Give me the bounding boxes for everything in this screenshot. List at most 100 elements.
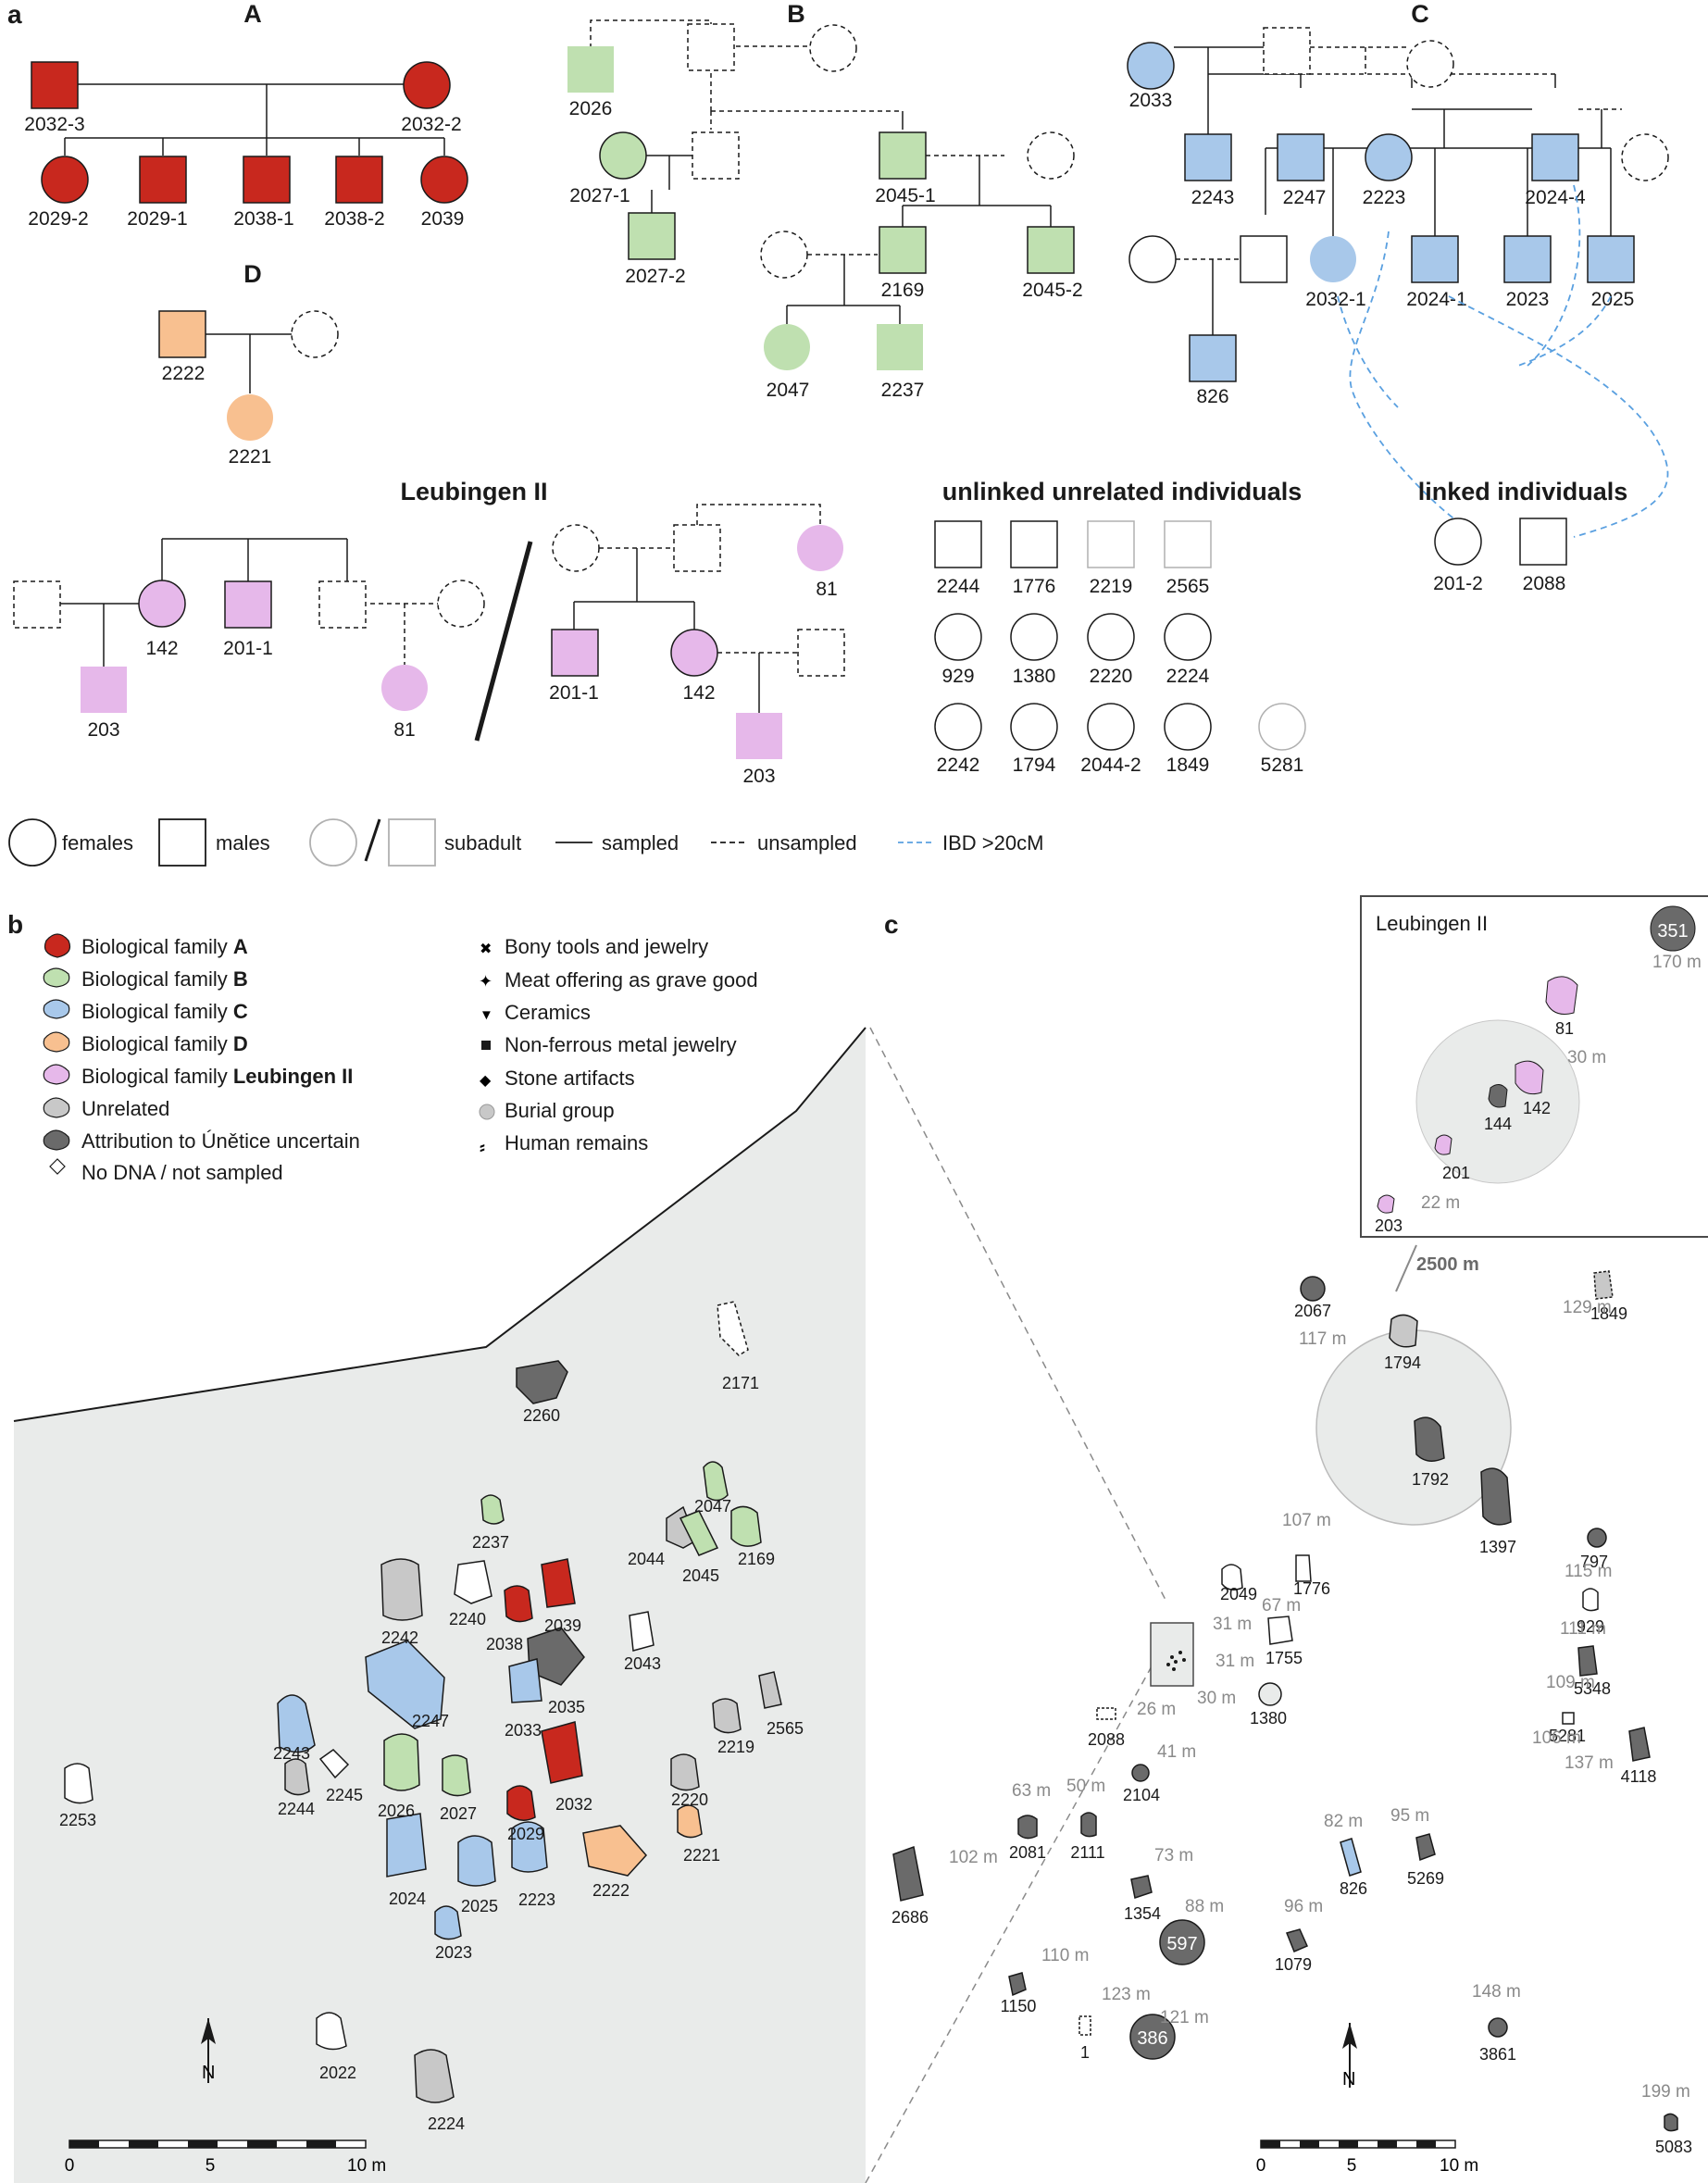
grave-label: 2245 [326, 1786, 363, 1804]
grave-label: 597 [1166, 1934, 1197, 1954]
grave-label: 2038 [486, 1635, 523, 1653]
key-slash [364, 818, 381, 862]
legend-fam-b: Biological family B [81, 967, 248, 991]
id-label: 81 [816, 579, 837, 600]
grave-797 [1587, 1528, 1607, 1548]
leubingen-title: Leubingen II [401, 478, 548, 505]
legend-fam-leub: Biological family Leubingen II [81, 1065, 353, 1088]
key-sampled: sampled [602, 831, 679, 854]
grave-label: 2240 [449, 1610, 486, 1628]
grave-label: 2221 [683, 1846, 720, 1865]
north-label: N [202, 2063, 215, 2083]
key-unsampled: unsampled [757, 831, 857, 854]
grave-3861 [1488, 2017, 1508, 2038]
grave-2260 [516, 1360, 568, 1404]
id-label: 826 [1196, 386, 1228, 407]
burial-group-icon [479, 1104, 495, 1120]
distance-label: 117 m [1299, 1329, 1346, 1349]
subadult-female-symbol [797, 525, 843, 571]
legend-fam-c: Biological family C [81, 1000, 248, 1023]
distance-label: 82 m [1324, 1812, 1363, 1831]
female-symbol [1087, 613, 1135, 661]
grave-label: 2219 [717, 1738, 754, 1756]
plus-star-icon: ✦ [479, 972, 492, 991]
divider-slash [474, 541, 533, 742]
grave-2029 [506, 1785, 536, 1821]
subadult-female-symbol [309, 818, 357, 867]
distance-label: 115 m [1565, 1562, 1612, 1581]
diamond-icon: ◆ [480, 1073, 492, 1089]
id-label: 201-1 [549, 682, 599, 704]
legend-swatch [43, 1097, 70, 1118]
id-label: 5281 [1261, 755, 1304, 776]
grave-81 [1545, 976, 1578, 1015]
grave-1 [1078, 2015, 1091, 2036]
male-symbol [551, 629, 599, 677]
distance-label: 30 m [1567, 1048, 1606, 1067]
scale-tick: 0 [1256, 2156, 1266, 2176]
grave-label: 203 [1375, 1216, 1403, 1235]
grave-label: 929 [1577, 1617, 1604, 1636]
id-label: 2047 [767, 380, 810, 401]
female-symbol [809, 24, 857, 72]
grave-label: 4118 [1621, 1767, 1657, 1786]
distance-label: 95 m [1390, 1806, 1429, 1826]
pedigree-family-b: B [567, 0, 1075, 370]
pedigree-leubingen-right [551, 504, 845, 759]
distance-label: 50 m [1066, 1777, 1105, 1796]
id-label: 2247 [1283, 187, 1327, 208]
grave-label: 2067 [1294, 1302, 1331, 1320]
male-symbol [628, 212, 676, 260]
scale-tick: 10 m [347, 2156, 386, 2176]
grave-label: 2223 [518, 1890, 555, 1909]
scale-tick: 0 [65, 2156, 75, 2176]
family-a-title: A [243, 0, 262, 28]
female-symbol [1127, 42, 1175, 90]
legend-ceramics: Ceramics [505, 1001, 591, 1024]
grave-label: 386 [1137, 2028, 1167, 2049]
inset-leubingen: Leubingen II 351 81 142 144 201 203 170 … [1360, 895, 1708, 1238]
zoom-connector [865, 1027, 1167, 2183]
id-label: 2088 [1523, 573, 1566, 594]
grave-label: 1150 [1001, 1997, 1037, 2015]
id-label: 201-2 [1433, 573, 1483, 594]
male-symbol [1240, 235, 1288, 283]
female-symbol [552, 524, 600, 572]
legend-fam-d: Biological family D [81, 1032, 248, 1055]
grave-label: 1354 [1124, 1904, 1161, 1923]
legend-fam-a: Biological family A [81, 935, 248, 958]
distance-label: 63 m [1012, 1781, 1051, 1801]
unlinked-title: unlinked unrelated individuals [942, 478, 1303, 505]
legend-bony: Bony tools and jewelry [505, 935, 708, 958]
grave-2221 [677, 1804, 703, 1839]
grave-label: 2253 [59, 1811, 96, 1829]
grave-label: 797 [1580, 1553, 1608, 1571]
grave-2220 [670, 1753, 700, 1791]
id-label: 2045-1 [875, 185, 935, 206]
grave-label: 2039 [544, 1616, 581, 1635]
female-symbol [599, 131, 647, 180]
grave-1150 [1008, 1972, 1027, 1997]
grave-1380 [1258, 1682, 1282, 1706]
grave-1794 [1389, 1314, 1418, 1348]
scale-tick: 5 [206, 2156, 216, 2176]
grave-1079 [1285, 1928, 1308, 1952]
grave-label: 2565 [767, 1719, 804, 1738]
north-arrow-icon: N [201, 2018, 216, 2083]
male-symbol [1277, 133, 1325, 181]
legend-stone: Stone artifacts [505, 1067, 635, 1090]
grave-label: 2088 [1088, 1730, 1125, 1749]
pedigree-family-a: A [31, 0, 468, 204]
scale-bar-c: 0 5 10 m [1256, 2139, 1478, 2176]
grave-label: 2022 [319, 2064, 356, 2082]
family-c-title: C [1411, 0, 1429, 28]
id-label: 2242 [937, 755, 980, 776]
distance-label: 41 m [1157, 1742, 1196, 1762]
female-symbol [138, 580, 186, 628]
grave-label: 1380 [1250, 1709, 1287, 1728]
grave-142 [1515, 1060, 1544, 1095]
excavation-inset [1150, 1622, 1194, 1687]
linked-title: linked individuals [1418, 478, 1628, 505]
distance-label: 31 m [1216, 1652, 1254, 1671]
female-symbol [1027, 131, 1075, 180]
